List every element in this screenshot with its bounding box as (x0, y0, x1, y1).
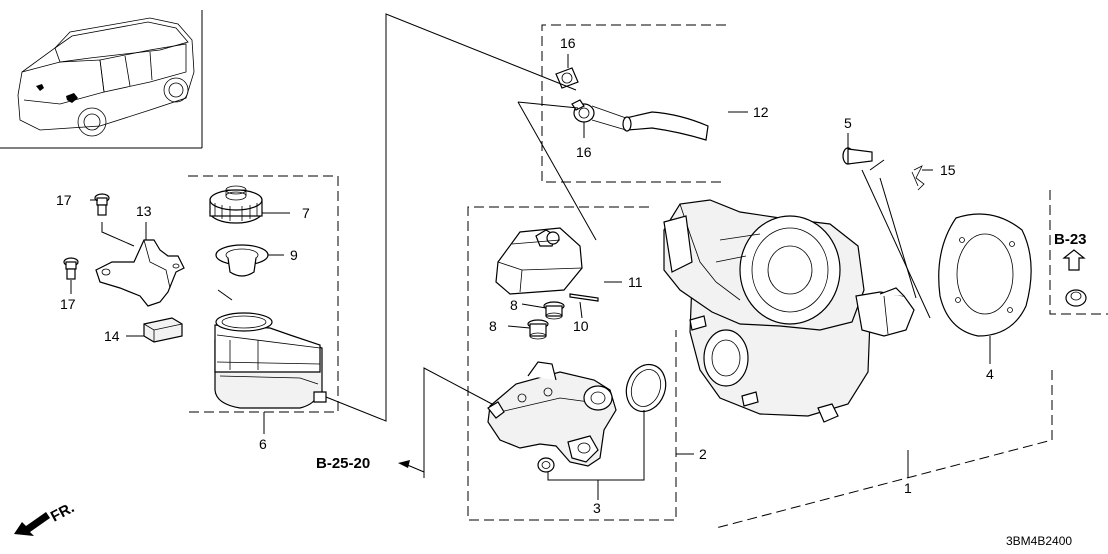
label-part-17a: 17 (56, 192, 72, 208)
diagram-code: 3BM4B2400 (1006, 534, 1072, 548)
booster-gasket (938, 213, 1032, 337)
label-part-15: 15 (940, 162, 956, 178)
reservoir-cap (209, 185, 263, 224)
label-part-6: 6 (259, 436, 267, 452)
vehicle-outline-icon (17, 17, 195, 137)
vehicle-locator-inset (0, 10, 203, 149)
bolt-17-upper (94, 193, 110, 216)
booster-enclosure-line (715, 370, 1053, 529)
level-sensor-connector (143, 317, 183, 343)
o-ring-small (537, 457, 555, 473)
hose-group-box (541, 24, 726, 183)
label-part-9: 9 (290, 247, 298, 263)
label-part-12: 12 (753, 104, 769, 120)
label-part-8a: 8 (510, 297, 518, 313)
ref-b2520[interactable]: B-25-20 (316, 455, 370, 472)
front-direction-arrow (14, 512, 50, 536)
o-ring-large (625, 363, 667, 413)
retaining-pin (569, 293, 599, 302)
label-part-14: 14 (104, 328, 120, 344)
master-cylinder-body (487, 361, 617, 467)
reservoir-tank (214, 312, 327, 409)
brake-booster (663, 199, 915, 423)
grommet-8-lower (527, 319, 549, 340)
bolt-17-lower (63, 257, 79, 280)
label-part-8b: 8 (489, 318, 497, 334)
ref-b23[interactable]: B-23 (1054, 231, 1087, 248)
front-label: FR. (48, 499, 77, 525)
part-labels: 1 2 3 4 5 6 7 8 8 9 10 11 12 13 14 15 16… (56, 35, 994, 516)
hose-clamp-16-upper (555, 67, 579, 89)
label-part-11: 11 (628, 274, 643, 290)
label-part-2: 2 (699, 446, 707, 462)
vacuum-hose (591, 105, 709, 141)
hose-to-reservoir-line (325, 13, 577, 422)
master-cylinder-reservoir (495, 227, 583, 295)
master-cylinder-group-box (467, 206, 677, 521)
label-part-5: 5 (844, 115, 852, 131)
label-part-1: 1 (904, 480, 912, 496)
label-part-13: 13 (136, 203, 152, 219)
reservoir-strainer (215, 244, 269, 277)
label-part-16b: 16 (576, 144, 592, 160)
grommet-8-upper (543, 301, 565, 320)
label-part-16a: 16 (560, 35, 576, 51)
label-part-10: 10 (573, 318, 589, 334)
hose-clamp-16-lower (571, 99, 595, 123)
b23-reference-box (1049, 190, 1108, 315)
b2520-leader (398, 367, 493, 478)
reservoir-group-box (188, 175, 339, 413)
label-part-3: 3 (593, 500, 601, 516)
reservoir-bracket (95, 239, 185, 307)
label-part-17b: 17 (60, 296, 76, 312)
label-part-4: 4 (986, 366, 994, 382)
label-part-7: 7 (302, 205, 310, 221)
clip-15 (911, 165, 925, 191)
reservoir-to-hose-line (517, 101, 597, 241)
leader-lines (70, 54, 991, 500)
bolt-5 (842, 147, 873, 165)
